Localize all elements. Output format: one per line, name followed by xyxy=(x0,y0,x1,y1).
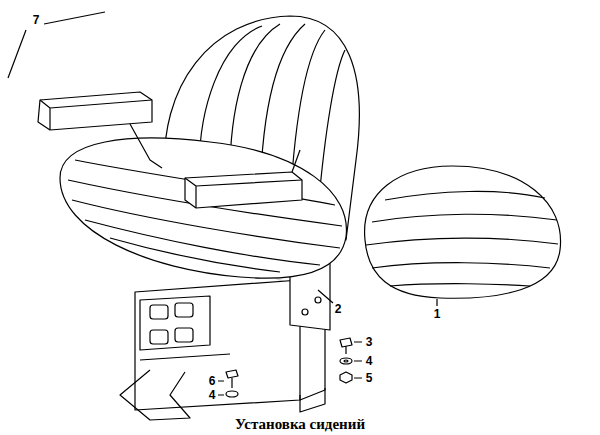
callout-number: 5 xyxy=(366,372,373,384)
callout-number: 3 xyxy=(366,336,373,348)
caption: Установка сидений xyxy=(235,417,365,432)
callout-number: 7 xyxy=(33,14,40,26)
callout-number: 2 xyxy=(335,303,342,315)
callout-number: 6 xyxy=(209,375,216,387)
callout-number: 1 xyxy=(434,308,441,320)
callout-number: 4 xyxy=(209,389,216,401)
callout-number: 4 xyxy=(366,355,373,367)
